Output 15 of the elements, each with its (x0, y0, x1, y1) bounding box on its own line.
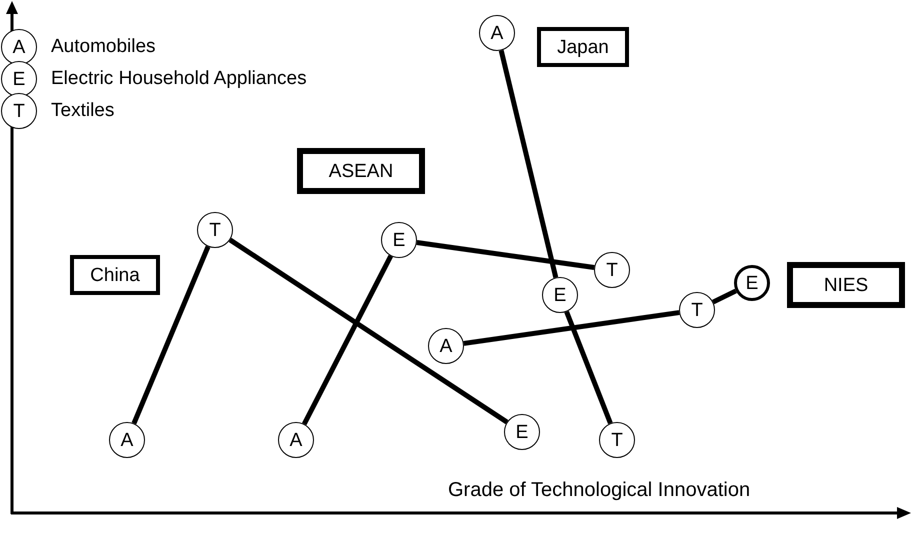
legend-text: Textiles (51, 101, 114, 120)
connecting-line (228, 238, 508, 424)
connecting-line (498, 50, 558, 278)
axis-title: Grade of Technological Innovation (448, 480, 750, 500)
connecting-line (132, 246, 210, 424)
legend-text: Automobiles (51, 37, 156, 56)
legend-text: Electric Household Appliances (51, 69, 307, 88)
region-box: Japan (537, 27, 629, 67)
region-box: China (70, 255, 160, 295)
connecting-line (302, 254, 393, 426)
connecting-line (564, 310, 613, 424)
connecting-line (416, 240, 595, 270)
region-box: ASEAN (297, 148, 425, 194)
connecting-line (463, 310, 680, 346)
region-box: NIES (787, 262, 905, 308)
